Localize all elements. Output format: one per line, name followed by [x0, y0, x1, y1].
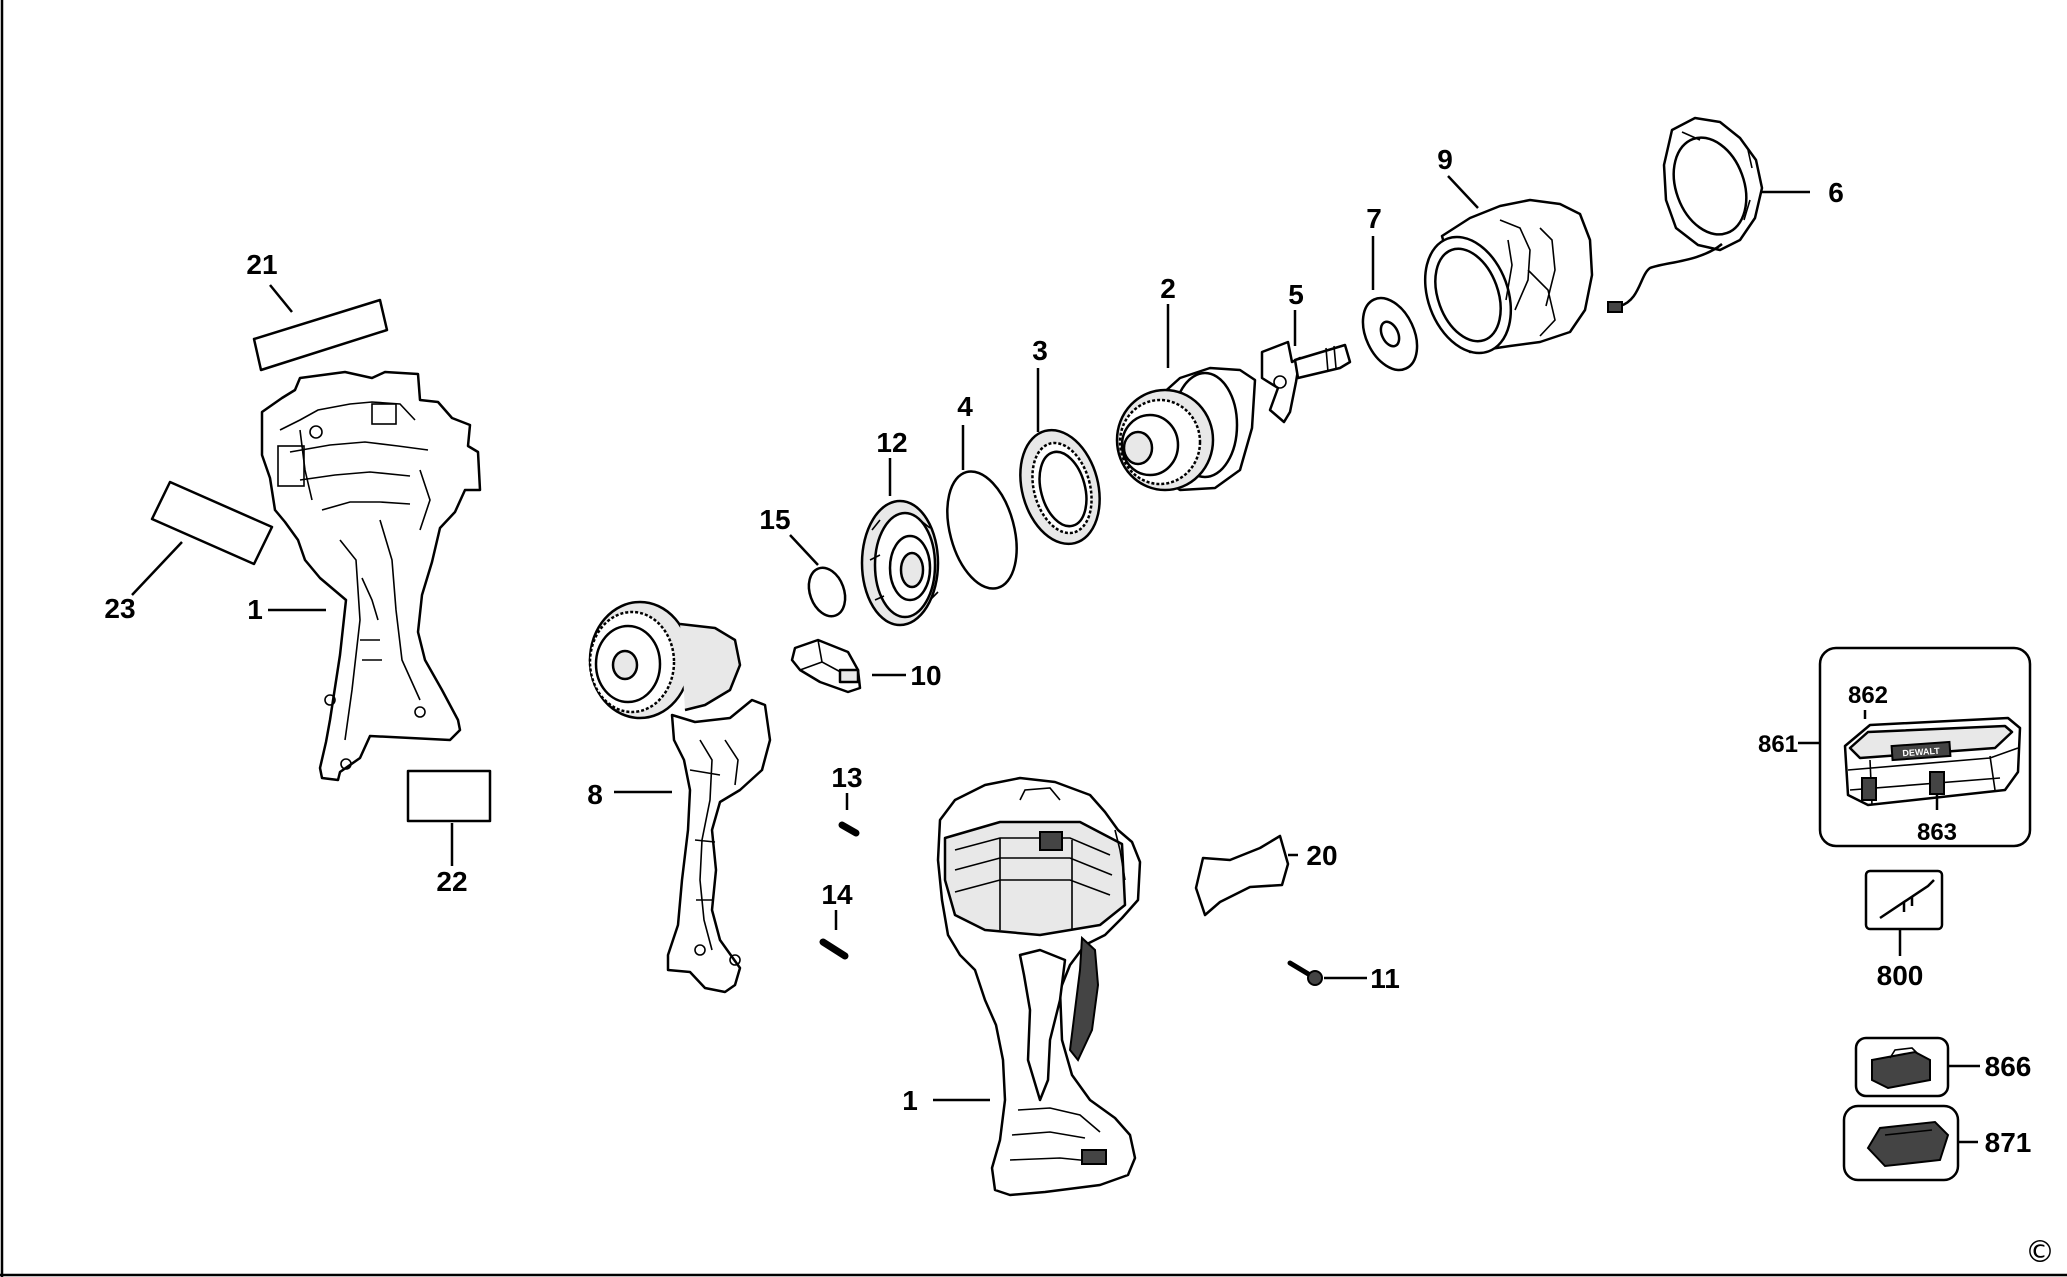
callout-21: 21: [246, 249, 277, 280]
part-13-pin[interactable]: 13: [831, 762, 863, 837]
part-7-washer[interactable]: 7: [1352, 203, 1428, 379]
part-10-switch[interactable]: 10: [790, 638, 942, 694]
callout-863: 863: [1917, 819, 1957, 846]
callout-866: 866: [1985, 1051, 2032, 1082]
part-2-gear-assembly[interactable]: 2: [1115, 273, 1257, 492]
part-5-anvil[interactable]: 5: [1260, 279, 1352, 424]
part-23-label-plate[interactable]: 23: [104, 480, 274, 624]
callout-7: 7: [1366, 203, 1382, 234]
part-20-label[interactable]: 20: [1194, 834, 1338, 917]
callout-22: 22: [436, 866, 467, 897]
callout-871: 871: [1985, 1127, 2032, 1158]
callout-8: 8: [587, 779, 603, 810]
callout-5: 5: [1288, 279, 1304, 310]
part-1-housing-half[interactable]: 1: [247, 370, 482, 782]
part-11-screw[interactable]: 11: [1287, 960, 1400, 994]
callout-6: 6: [1828, 177, 1844, 208]
callout-4: 4: [957, 391, 973, 422]
part-861-kit-box[interactable]: DEWALT 862 863 861: [1758, 646, 2032, 848]
callout-862: 862: [1848, 682, 1888, 709]
part-12-bearing-cap[interactable]: 12: [860, 427, 940, 627]
part-22-label[interactable]: 22: [406, 769, 492, 897]
part-4-ring[interactable]: 4: [936, 391, 1029, 596]
callout-1-housing: 1: [247, 594, 263, 625]
part-14-pin[interactable]: 14: [819, 879, 853, 960]
callout-20: 20: [1306, 840, 1337, 871]
callout-861: 861: [1758, 731, 1798, 758]
callout-2: 2: [1160, 273, 1176, 304]
part-866-battery[interactable]: 866: [1854, 1036, 2032, 1098]
part-871-charger[interactable]: 871: [1842, 1104, 2032, 1182]
part-15-o-ring[interactable]: 15: [759, 504, 851, 621]
part-800-accessory[interactable]: 800: [1864, 869, 1944, 991]
part-3-ring-gear[interactable]: 3: [1008, 335, 1111, 553]
callout-23: 23: [104, 593, 135, 624]
callout-14: 14: [821, 879, 853, 910]
part-8-motor-assembly[interactable]: 8: [587, 600, 772, 994]
callout-11: 11: [1370, 963, 1400, 994]
part-6-led-ring[interactable]: 6: [1607, 116, 1844, 313]
part-9-nose-housing[interactable]: 9: [1410, 144, 1594, 365]
callout-12: 12: [876, 427, 907, 458]
part-21-label-plate[interactable]: 21: [246, 249, 389, 372]
callout-800: 800: [1877, 960, 1924, 991]
callout-10: 10: [910, 660, 941, 691]
callout-3: 3: [1032, 335, 1048, 366]
callout-1-tool: 1: [902, 1085, 918, 1116]
callout-9: 9: [1437, 144, 1453, 175]
callout-15: 15: [759, 504, 790, 535]
part-1-assembled-tool[interactable]: 1: [902, 776, 1142, 1197]
callout-13: 13: [831, 762, 862, 793]
kit-box-brand-mark: DEWALT: [1902, 746, 1940, 759]
copyright-mark: ©: [2025, 1235, 2055, 1270]
